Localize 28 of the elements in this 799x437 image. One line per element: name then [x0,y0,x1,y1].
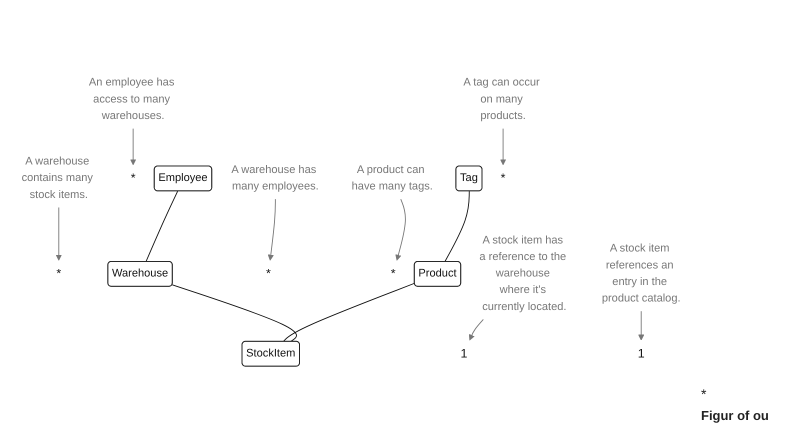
arrow [638,310,644,340]
node-text: 1 [460,346,468,360]
node-text: A product can have many tags. [352,164,433,192]
node-text: A stock item has a reference to the warehouse where it's currently located. [479,234,566,312]
arrow [468,318,484,340]
arrow [56,206,62,260]
arrow [130,128,136,165]
connector [444,190,470,262]
node-text: 1 [638,346,645,360]
node-text: A warehouse contains many stock items. [22,155,93,200]
connector [172,284,297,342]
figure-caption: Figur of ou [701,408,770,423]
node-text: * [130,170,136,185]
node-text: A tag can occur on many products. [463,76,540,122]
node-text: * [390,266,396,280]
node-text: * [500,170,506,185]
node-text: * [56,266,62,280]
multiplicity-label: * [701,386,708,402]
node-text: * [266,266,271,280]
class-diagram: Employee Tag Warehouse Product StockItem * * * * 1 * 1 An employee has access to many warehouses. A warehouse has many employees. A tag can occur on many products. A product can have many tags. A warehouse contains many stock items. A stock item has a reference to the warehouse where it's currently located. A stock item references an entry in the product catalog. [0,64,700,372]
node-text: An employee has access to many warehouses. [88,76,174,122]
arrow [395,198,406,260]
node-text: A warehouse has many employees. [231,164,319,192]
connector [282,282,416,342]
connector [146,190,178,262]
node-text: A stock item references an entry in the product catalog. [602,242,681,304]
arrow [268,198,276,260]
arrow [500,128,506,165]
